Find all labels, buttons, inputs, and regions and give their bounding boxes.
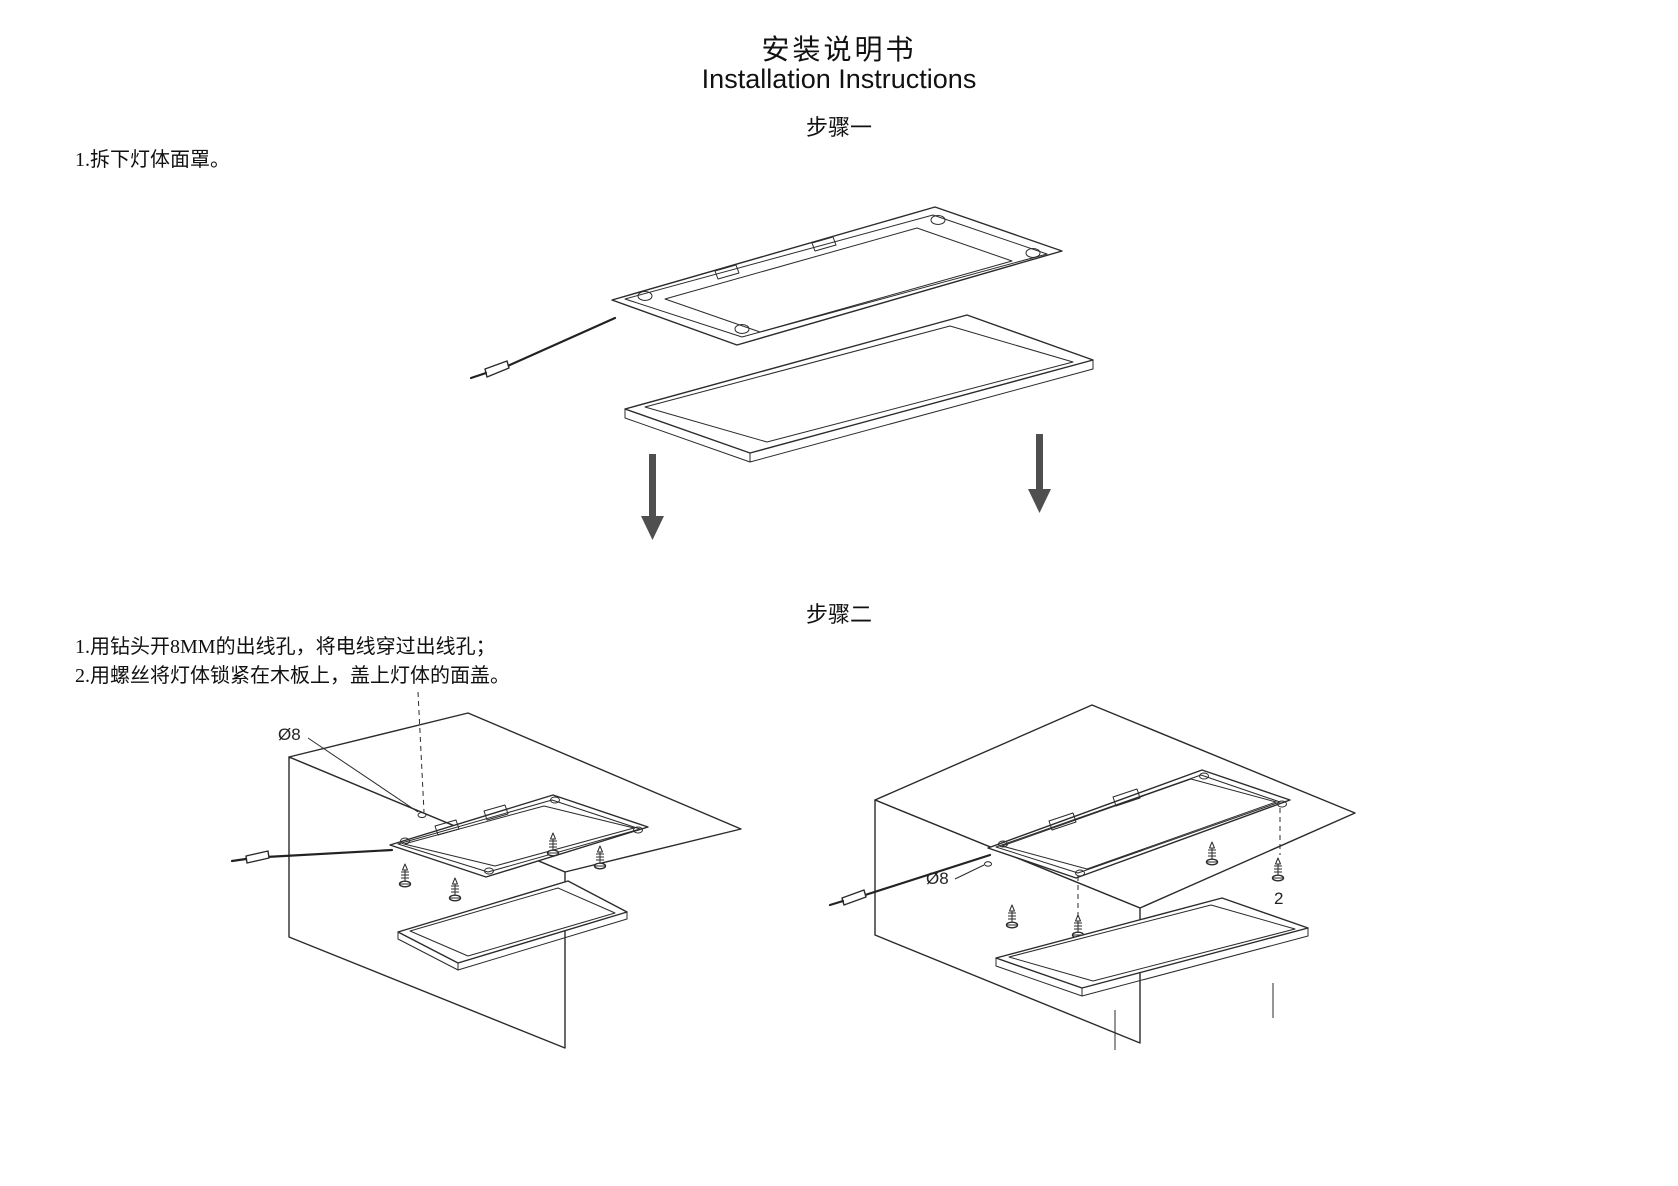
screw-hole-icon: [1075, 869, 1085, 877]
lamp-body-drawing: [987, 769, 1291, 879]
step1-heading: 步骤一: [805, 115, 872, 140]
screw-hole-icon: [633, 826, 643, 834]
screw-hole-icon: [550, 796, 560, 804]
lamp-cover-drawing: [995, 897, 1309, 997]
step1-instruction-1: 1.拆下灯体面罩。: [75, 149, 230, 171]
mounting-clip-icon: [1048, 812, 1077, 831]
screw-count-label: 2: [1274, 889, 1283, 908]
screw-hole-icon: [930, 215, 946, 225]
drill-axis-line: [417, 691, 425, 813]
lamp-body-drawing: [611, 206, 1063, 346]
screw-hole-icon: [998, 840, 1008, 848]
screw-hole-icon: [637, 291, 653, 301]
wood-board-drawing: [288, 712, 742, 1049]
mounting-clip-icon: [434, 819, 460, 836]
document-title-en: Installation Instructions: [701, 64, 977, 94]
screw-hole-icon: [734, 324, 750, 334]
down-arrow-icon: [641, 454, 664, 540]
screw-hole-icon: [1277, 800, 1287, 808]
power-wire-drawing: [828, 853, 992, 907]
screw-hole-icon: [400, 837, 410, 845]
mounting-clip-icon: [714, 264, 740, 280]
step2-instruction-2: 2.用螺丝将灯体锁紧在木板上，盖上灯体的面盖。: [75, 665, 510, 687]
document-title-zh: 安装说明书: [761, 35, 917, 66]
step2-instruction-1: 1.用钻头开8MM的出线孔，将电线穿过出线孔；: [75, 636, 496, 658]
screw-hole-icon: [1199, 772, 1209, 780]
lamp-cover-drawing: [624, 314, 1094, 463]
mounting-clip-icon: [811, 236, 837, 252]
hole-diameter-callout: Ø8: [278, 725, 427, 818]
wire-exit-hole-icon: [417, 812, 427, 818]
wire-connector-icon: [841, 889, 867, 906]
step2-right-mounting-figure: Ø8 2: [828, 704, 1356, 1050]
mounting-screw-icon: [1271, 857, 1285, 882]
mounting-clip-icon: [483, 804, 509, 821]
screw-hole-icon: [484, 867, 494, 875]
mounting-clip-icon: [1112, 788, 1141, 807]
power-wire-drawing: [469, 316, 617, 380]
step2-left-mounting-figure: Ø8: [230, 691, 742, 1049]
down-arrow-icon: [1028, 434, 1051, 513]
wire-connector-icon: [245, 850, 270, 864]
step1-exploded-view-figure: [469, 206, 1094, 540]
power-wire-drawing: [230, 848, 394, 864]
step2-heading: 步骤二: [805, 602, 872, 627]
screw-hole-icon: [1025, 248, 1041, 258]
hole-diameter-label: Ø8: [278, 725, 301, 744]
wire-exit-hole-icon: [984, 861, 992, 867]
lamp-body-drawing: [389, 794, 649, 878]
lamp-cover-drawing: [397, 880, 628, 971]
wire-connector-icon: [484, 360, 510, 378]
